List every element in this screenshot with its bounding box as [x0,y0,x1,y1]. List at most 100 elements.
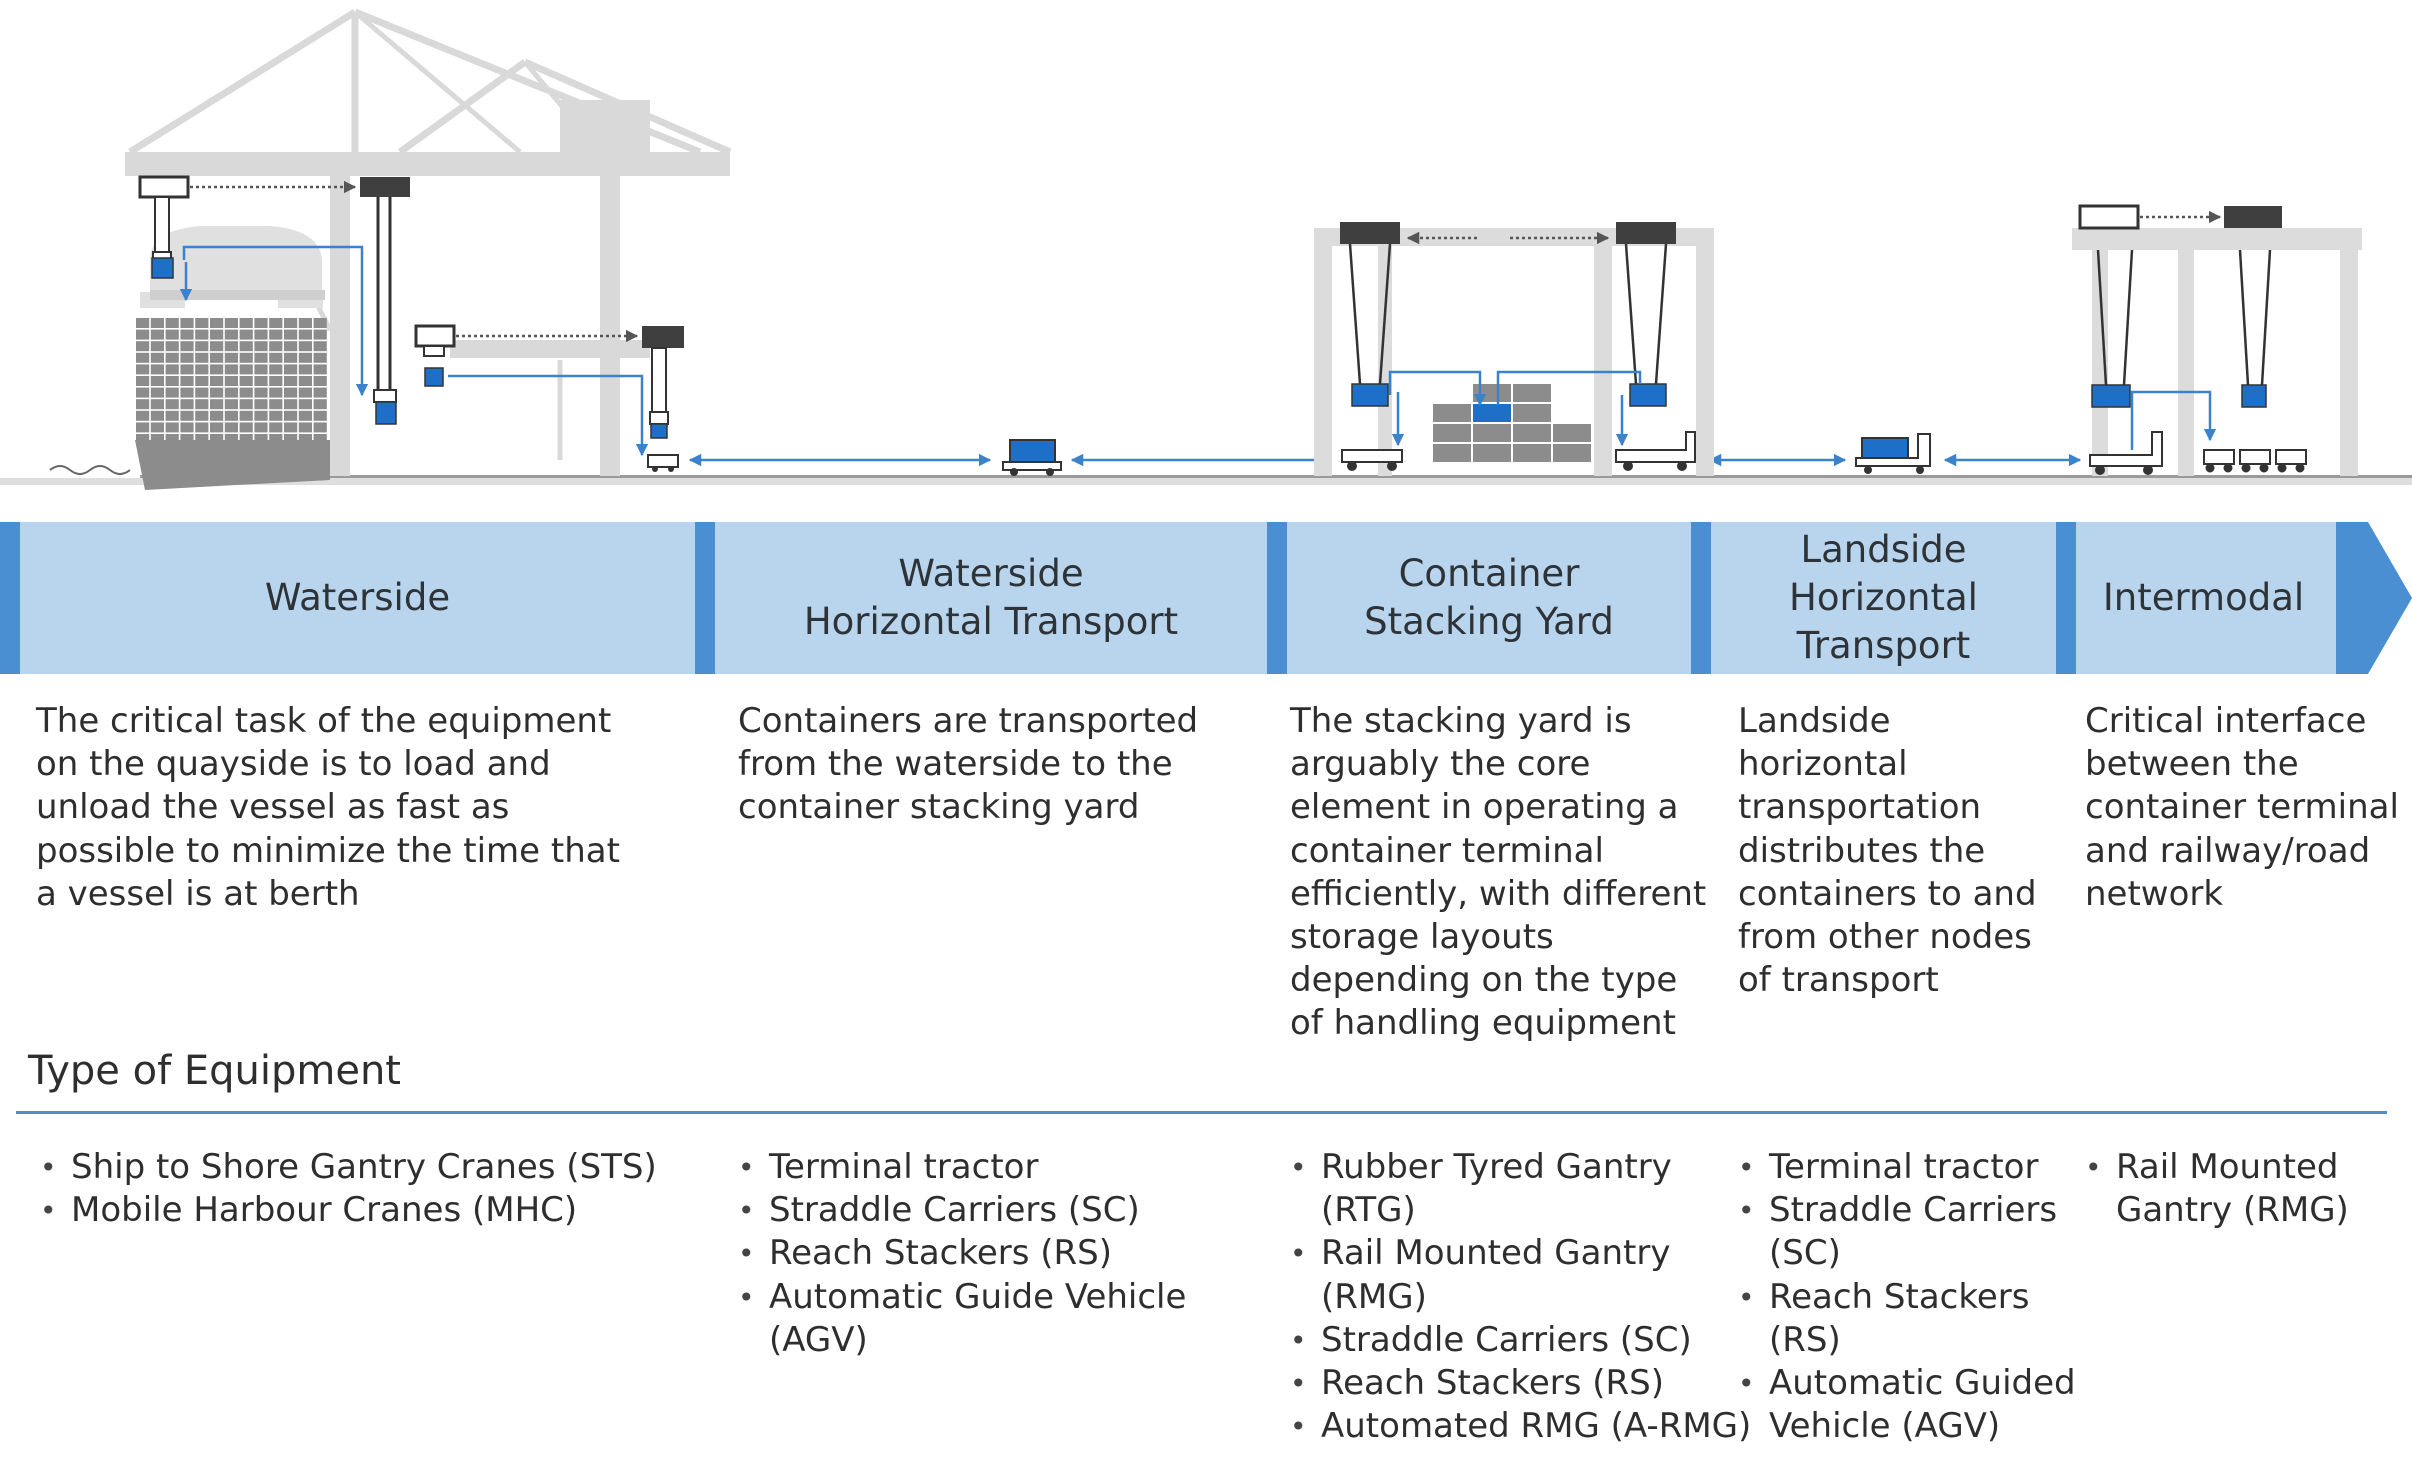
list-item: Reach Stackers (RS) [734,1232,1186,1275]
intermodal-rmg [2072,228,2362,476]
vessel-container [180,434,194,444]
vessel-container [136,399,150,410]
vessel-container [224,434,238,444]
list-item: Straddle Carriers (SC) [1286,1319,1751,1362]
vessel-container [239,329,253,340]
list-item: Automated RMG (A-RMG) [1286,1405,1751,1448]
vessel-container [224,376,238,386]
list-item: Reach Stackers (RS) [1286,1362,1751,1405]
vessel-container [210,341,224,352]
equipment-list-landside-transport: Terminal tractor Straddle Carriers (SC) … [1734,1146,2076,1448]
vessel-container [224,352,238,363]
vessel-container [180,376,194,386]
vessel-container [210,387,224,398]
list-item: Automatic Guide Vehicle (AGV) [734,1276,1186,1362]
vessel-container [269,352,283,363]
vessel-container [180,352,194,363]
terminal-process-illustration [0,8,2412,490]
vessel-container [254,318,268,328]
vessel-container [224,329,238,340]
list-item: Rubber Tyred Gantry (RTG) [1286,1146,1751,1232]
yard-chassis [1341,431,1696,471]
vessel-container [180,387,194,398]
stage-container-stacking-yard: Container Stacking Yard [1364,552,1614,643]
waterside-flow-arrows [179,245,649,457]
vessel-container [210,364,224,375]
vessel-container [210,399,224,410]
stage-intermodal: Intermodal [2102,576,2305,619]
vessel-container [239,364,253,375]
vessel-container [195,422,209,433]
vessel-container [313,434,327,444]
vessel-container [313,376,327,386]
vessel-container [254,364,268,375]
vessel-container [165,434,179,444]
vessel-container [254,410,268,421]
vessel-container [313,341,327,352]
vessel-container [136,341,150,352]
vessel-container [313,352,327,363]
vessel-container [269,364,283,375]
vessel-container [269,387,283,398]
vessel-container [298,329,312,340]
vessel-container [210,422,224,433]
vessel-container [224,399,238,410]
vessel-container [224,422,238,433]
vessel-container [136,410,150,421]
vessel-container [195,341,209,352]
yard-container [1433,444,1471,462]
vessel-container [254,329,268,340]
intermodal-trolleys [2078,204,2282,408]
vessel-container [269,410,283,421]
quay-ground [0,475,2412,485]
equipment-divider [16,1111,2387,1114]
vessel-container [269,434,283,444]
list-item: Rail Mounted Gantry (RMG) [1286,1232,1751,1318]
yard-container [1553,444,1591,462]
vessel-container [284,352,298,363]
vessel-container [284,376,298,386]
equipment-list-intermodal: Rail Mounted Gantry (RMG) [2081,1146,2349,1232]
vessel-container [313,387,327,398]
vessel-container-grid [136,318,327,444]
vessel-container [298,422,312,433]
vessel-container [254,387,268,398]
vessel-container [254,422,268,433]
intermodal-description: Critical interface between the container… [2085,701,2399,914]
vessel-container [150,329,164,340]
mhc-trolleys [414,324,684,472]
vessel-container [180,410,194,421]
vessel-container [239,318,253,328]
yard-container [1473,384,1511,402]
vessel-container [284,318,298,328]
vessel-container [195,329,209,340]
stage-landside-horizontal-transport: Landside Horizontal Transport [1789,528,1978,667]
vessel-container [254,399,268,410]
vessel-container [195,318,209,328]
equipment-list-waterside: Ship to Shore Gantry Cranes (STS) Mobile… [36,1146,657,1233]
vessel-container [150,399,164,410]
vessel-container [224,341,238,352]
vessel-container [150,434,164,444]
waterside-transport-description: Containers are transported from the wate… [738,701,1199,828]
vessel-container [136,352,150,363]
vessel-container [313,399,327,410]
vessel-container [313,318,327,328]
vessel-container [284,410,298,421]
vessel-container [284,422,298,433]
vessel-container [210,410,224,421]
list-item: Straddle Carriers (SC) [734,1189,1186,1232]
vessel-container [136,329,150,340]
equipment-list-waterside-transport: Terminal tractor Straddle Carriers (SC) … [734,1146,1186,1362]
vessel-container [195,399,209,410]
vessel-container [224,318,238,328]
vessel-container [165,422,179,433]
vessel-container [254,376,268,386]
vessel-container [224,410,238,421]
vessel-container [210,318,224,328]
landside-truck [1855,433,1931,474]
vessel-container [195,387,209,398]
yard-container [1433,424,1471,442]
vessel-container [254,434,268,444]
vessel-container [180,422,194,433]
